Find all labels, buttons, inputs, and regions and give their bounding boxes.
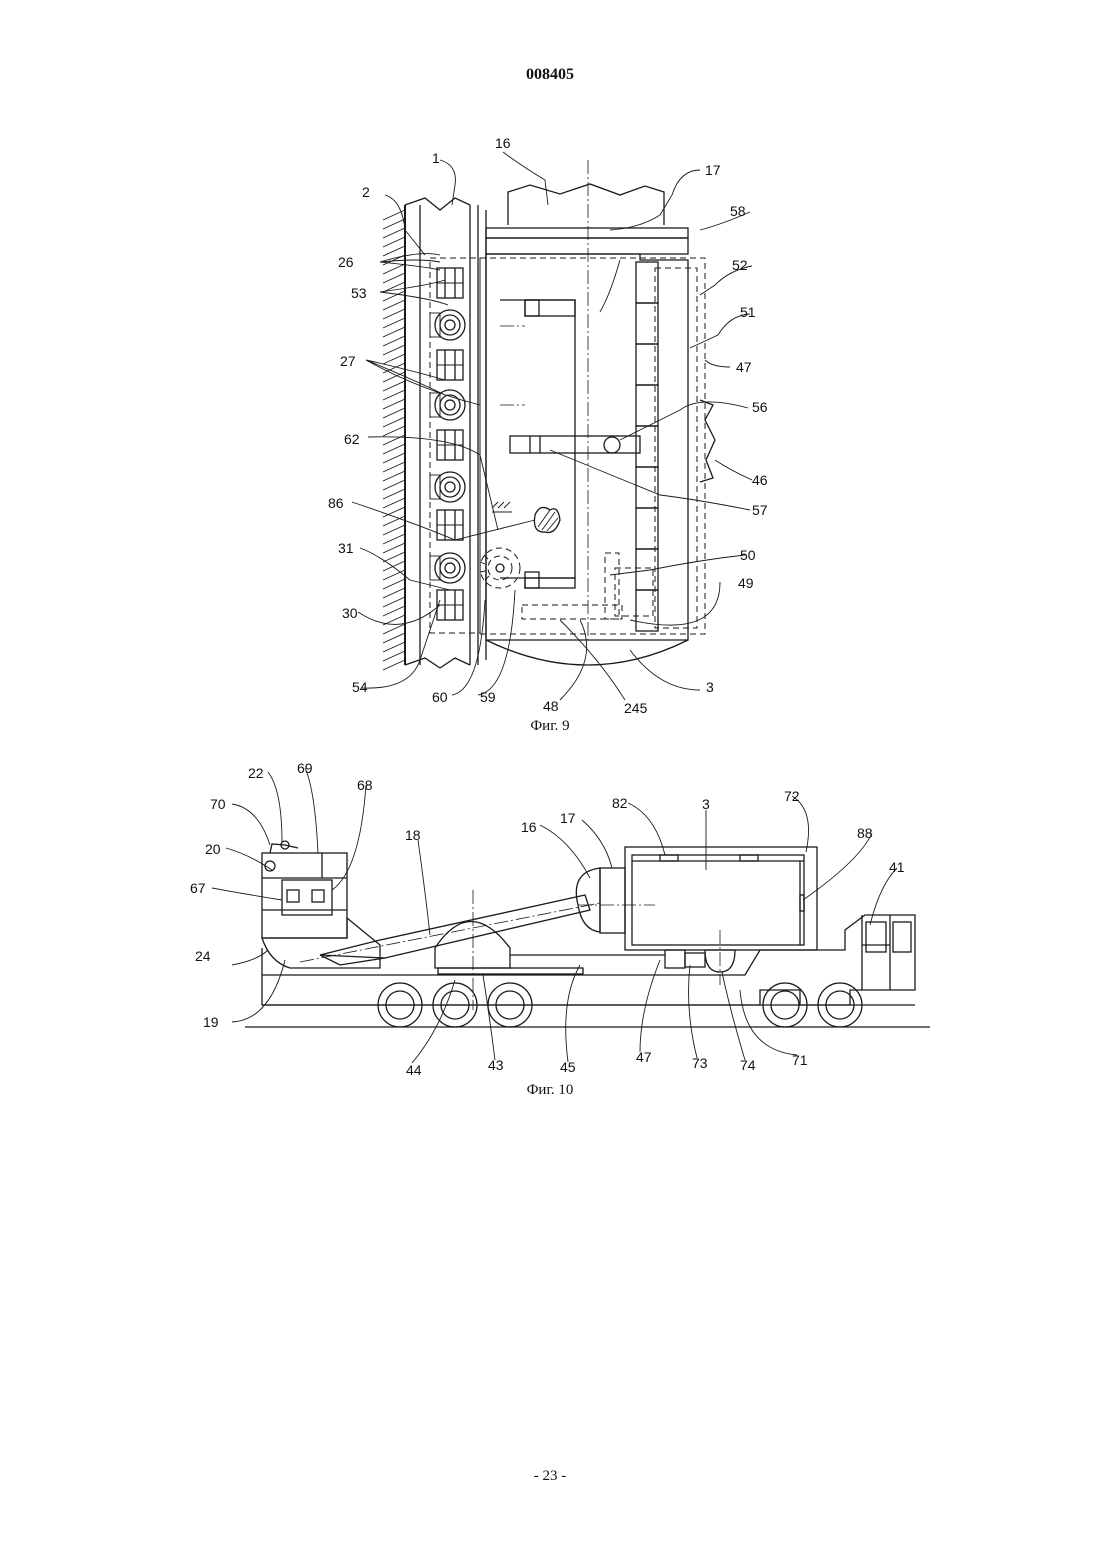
label-69: 69 xyxy=(297,760,313,776)
label-68: 68 xyxy=(357,777,373,793)
figure-10-caption: Фиг. 10 xyxy=(450,1082,650,1099)
label-24: 24 xyxy=(195,948,211,964)
label-88: 88 xyxy=(857,825,873,841)
label-19: 19 xyxy=(203,1014,219,1030)
label-17b: 17 xyxy=(560,810,576,826)
label-43: 43 xyxy=(488,1057,504,1073)
label-70: 70 xyxy=(210,796,226,812)
label-3b: 3 xyxy=(702,796,710,812)
label-22: 22 xyxy=(248,765,264,781)
label-44: 44 xyxy=(406,1062,422,1078)
label-47b: 47 xyxy=(636,1049,652,1065)
label-16b: 16 xyxy=(521,819,537,835)
label-45: 45 xyxy=(560,1059,576,1075)
label-82: 82 xyxy=(612,795,628,811)
label-74: 74 xyxy=(740,1057,756,1073)
label-67: 67 xyxy=(190,880,206,896)
page-number: - 23 - xyxy=(0,1468,1100,1485)
label-72: 72 xyxy=(784,788,800,804)
label-73: 73 xyxy=(692,1055,708,1071)
label-18: 18 xyxy=(405,827,421,843)
label-41: 41 xyxy=(889,859,905,875)
label-71: 71 xyxy=(792,1052,808,1068)
label-20: 20 xyxy=(205,841,221,857)
